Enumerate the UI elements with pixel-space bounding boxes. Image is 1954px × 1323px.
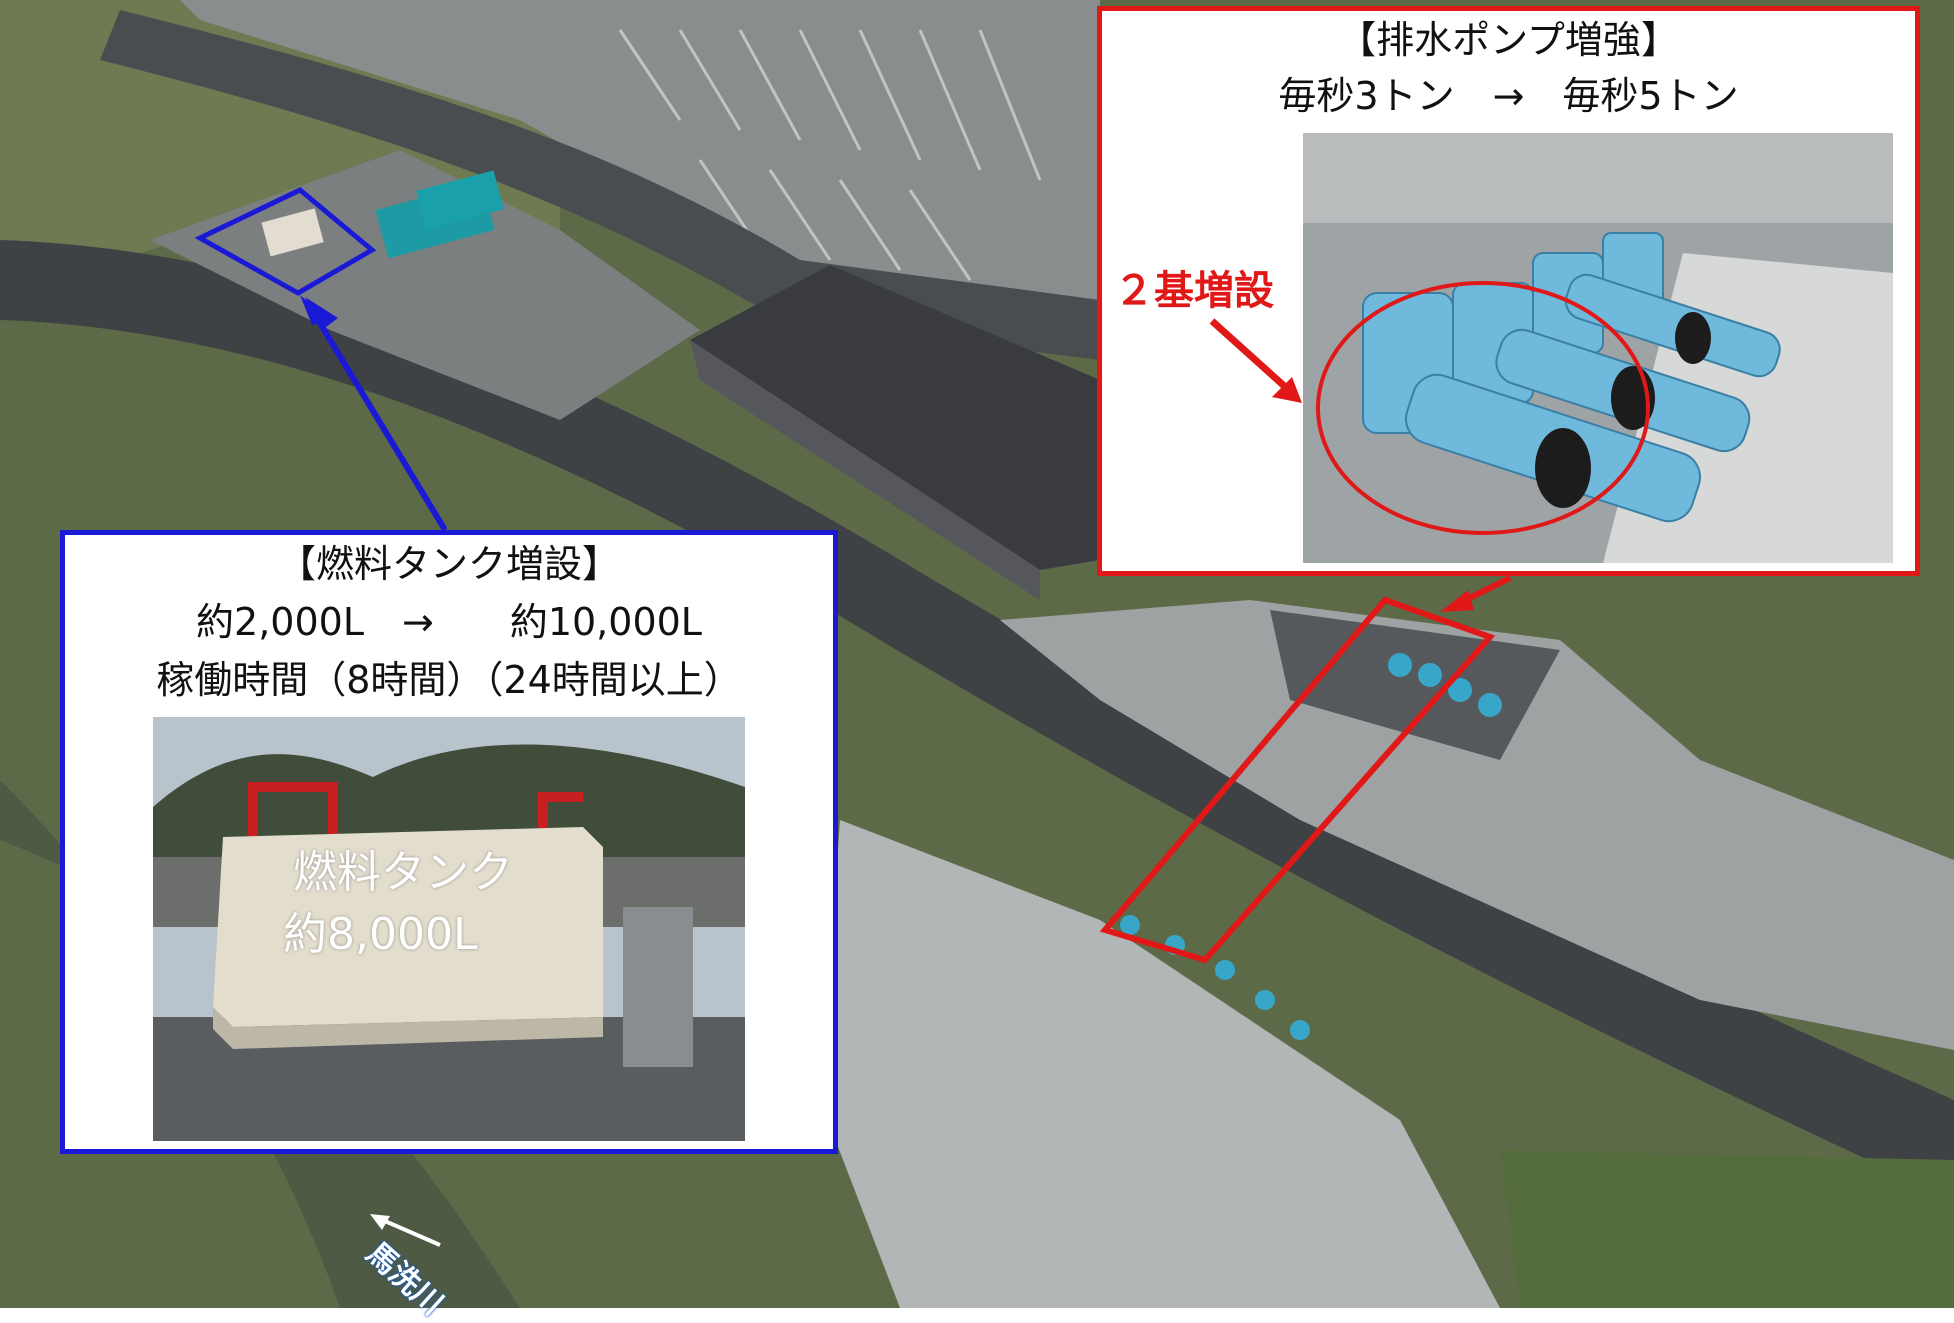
pointer-arrow-icon xyxy=(1209,318,1302,403)
river-flow-arrow-icon xyxy=(370,1214,441,1247)
fuel-tank-photo: 燃料タンク 約8,000L xyxy=(153,717,745,1141)
fuel-capacity-line: 約2,000L → 約10,000L xyxy=(196,600,702,644)
fuel-tank-callout: 【燃料タンク増設】 約2,000L → 約10,000L 稼働時間（8時間）（2… xyxy=(60,530,838,1154)
added-units-label: ２基増設 xyxy=(1114,268,1274,314)
pump-callout-title: 【排水ポンプ増強】 xyxy=(1338,18,1679,62)
drainage-pump-callout: 【排水ポンプ増強】 毎秒3トン → 毎秒5トン xyxy=(1097,6,1920,576)
tank-label-volume: 約8,000L xyxy=(283,909,478,960)
fuel-callout-title: 【燃料タンク増設】 xyxy=(277,542,620,586)
drainage-pump-photo xyxy=(1303,133,1893,563)
tank-label-name: 燃料タンク xyxy=(293,847,513,898)
pump-capacity-line: 毎秒3トン → 毎秒5トン xyxy=(1278,74,1739,118)
fuel-runtime-line: 稼働時間（8時間）（24時間以上） xyxy=(156,658,742,702)
